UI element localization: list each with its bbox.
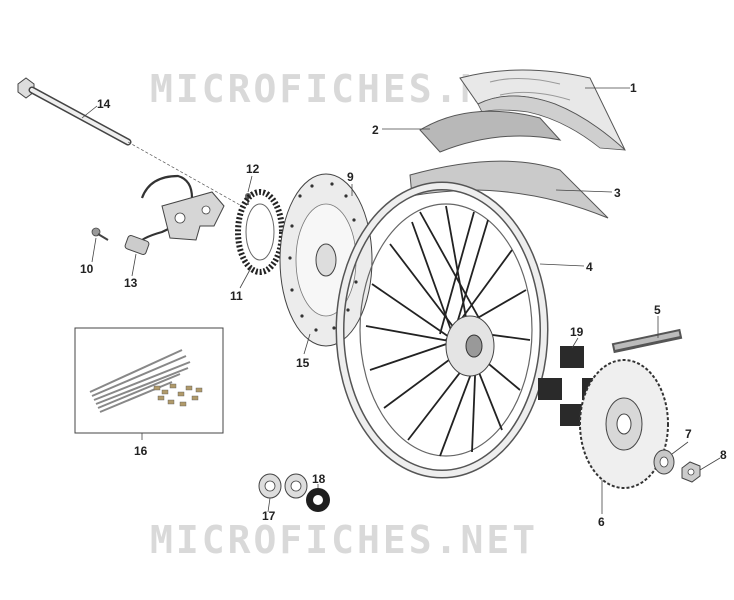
- part-sprocket[interactable]: [579, 359, 669, 489]
- callout-15: 15: [296, 356, 310, 370]
- part-axle[interactable]: [17, 77, 241, 206]
- callout-1: 1: [630, 81, 637, 95]
- callout-16: 16: [134, 444, 148, 458]
- callout-13: 13: [124, 276, 138, 290]
- part-brake-disc[interactable]: [279, 173, 373, 347]
- leader-lines: [81, 87, 721, 514]
- part-spacer[interactable]: [653, 449, 675, 475]
- part-spoke-kit[interactable]: [74, 327, 224, 434]
- callout-6: 6: [598, 515, 605, 529]
- part-nut[interactable]: [681, 461, 701, 483]
- part-inner-tube[interactable]: [419, 110, 562, 153]
- callout-10: 10: [80, 262, 94, 276]
- callout-labels: 1 2 3 4 5 6 7 8 9 10 11 12 13 14 15 16 1…: [80, 81, 727, 529]
- callout-11: 11: [230, 289, 243, 303]
- callout-17: 17: [262, 509, 276, 523]
- callout-18: 18: [312, 472, 326, 486]
- part-caliper-bracket[interactable]: [161, 191, 225, 241]
- watermark-bottom: MICROFICHES.NET: [150, 518, 538, 562]
- part-tire[interactable]: [459, 69, 627, 151]
- part-oil-seal[interactable]: [306, 488, 330, 512]
- part-screw[interactable]: [91, 227, 109, 241]
- part-wheel[interactable]: [335, 181, 549, 479]
- callout-2: 2: [372, 123, 379, 137]
- callout-14: 14: [97, 97, 111, 111]
- callout-8: 8: [720, 448, 727, 462]
- part-rim-tape[interactable]: [409, 160, 609, 219]
- callout-12: 12: [246, 162, 260, 176]
- callout-7: 7: [685, 427, 692, 441]
- part-tone-ring[interactable]: [235, 189, 285, 275]
- callout-4: 4: [586, 260, 593, 274]
- callout-3: 3: [614, 186, 621, 200]
- callout-5: 5: [654, 303, 661, 317]
- callout-9: 9: [347, 170, 354, 184]
- part-bearings[interactable]: [258, 473, 308, 499]
- callout-19: 19: [570, 325, 584, 339]
- part-chain-link[interactable]: [611, 328, 683, 354]
